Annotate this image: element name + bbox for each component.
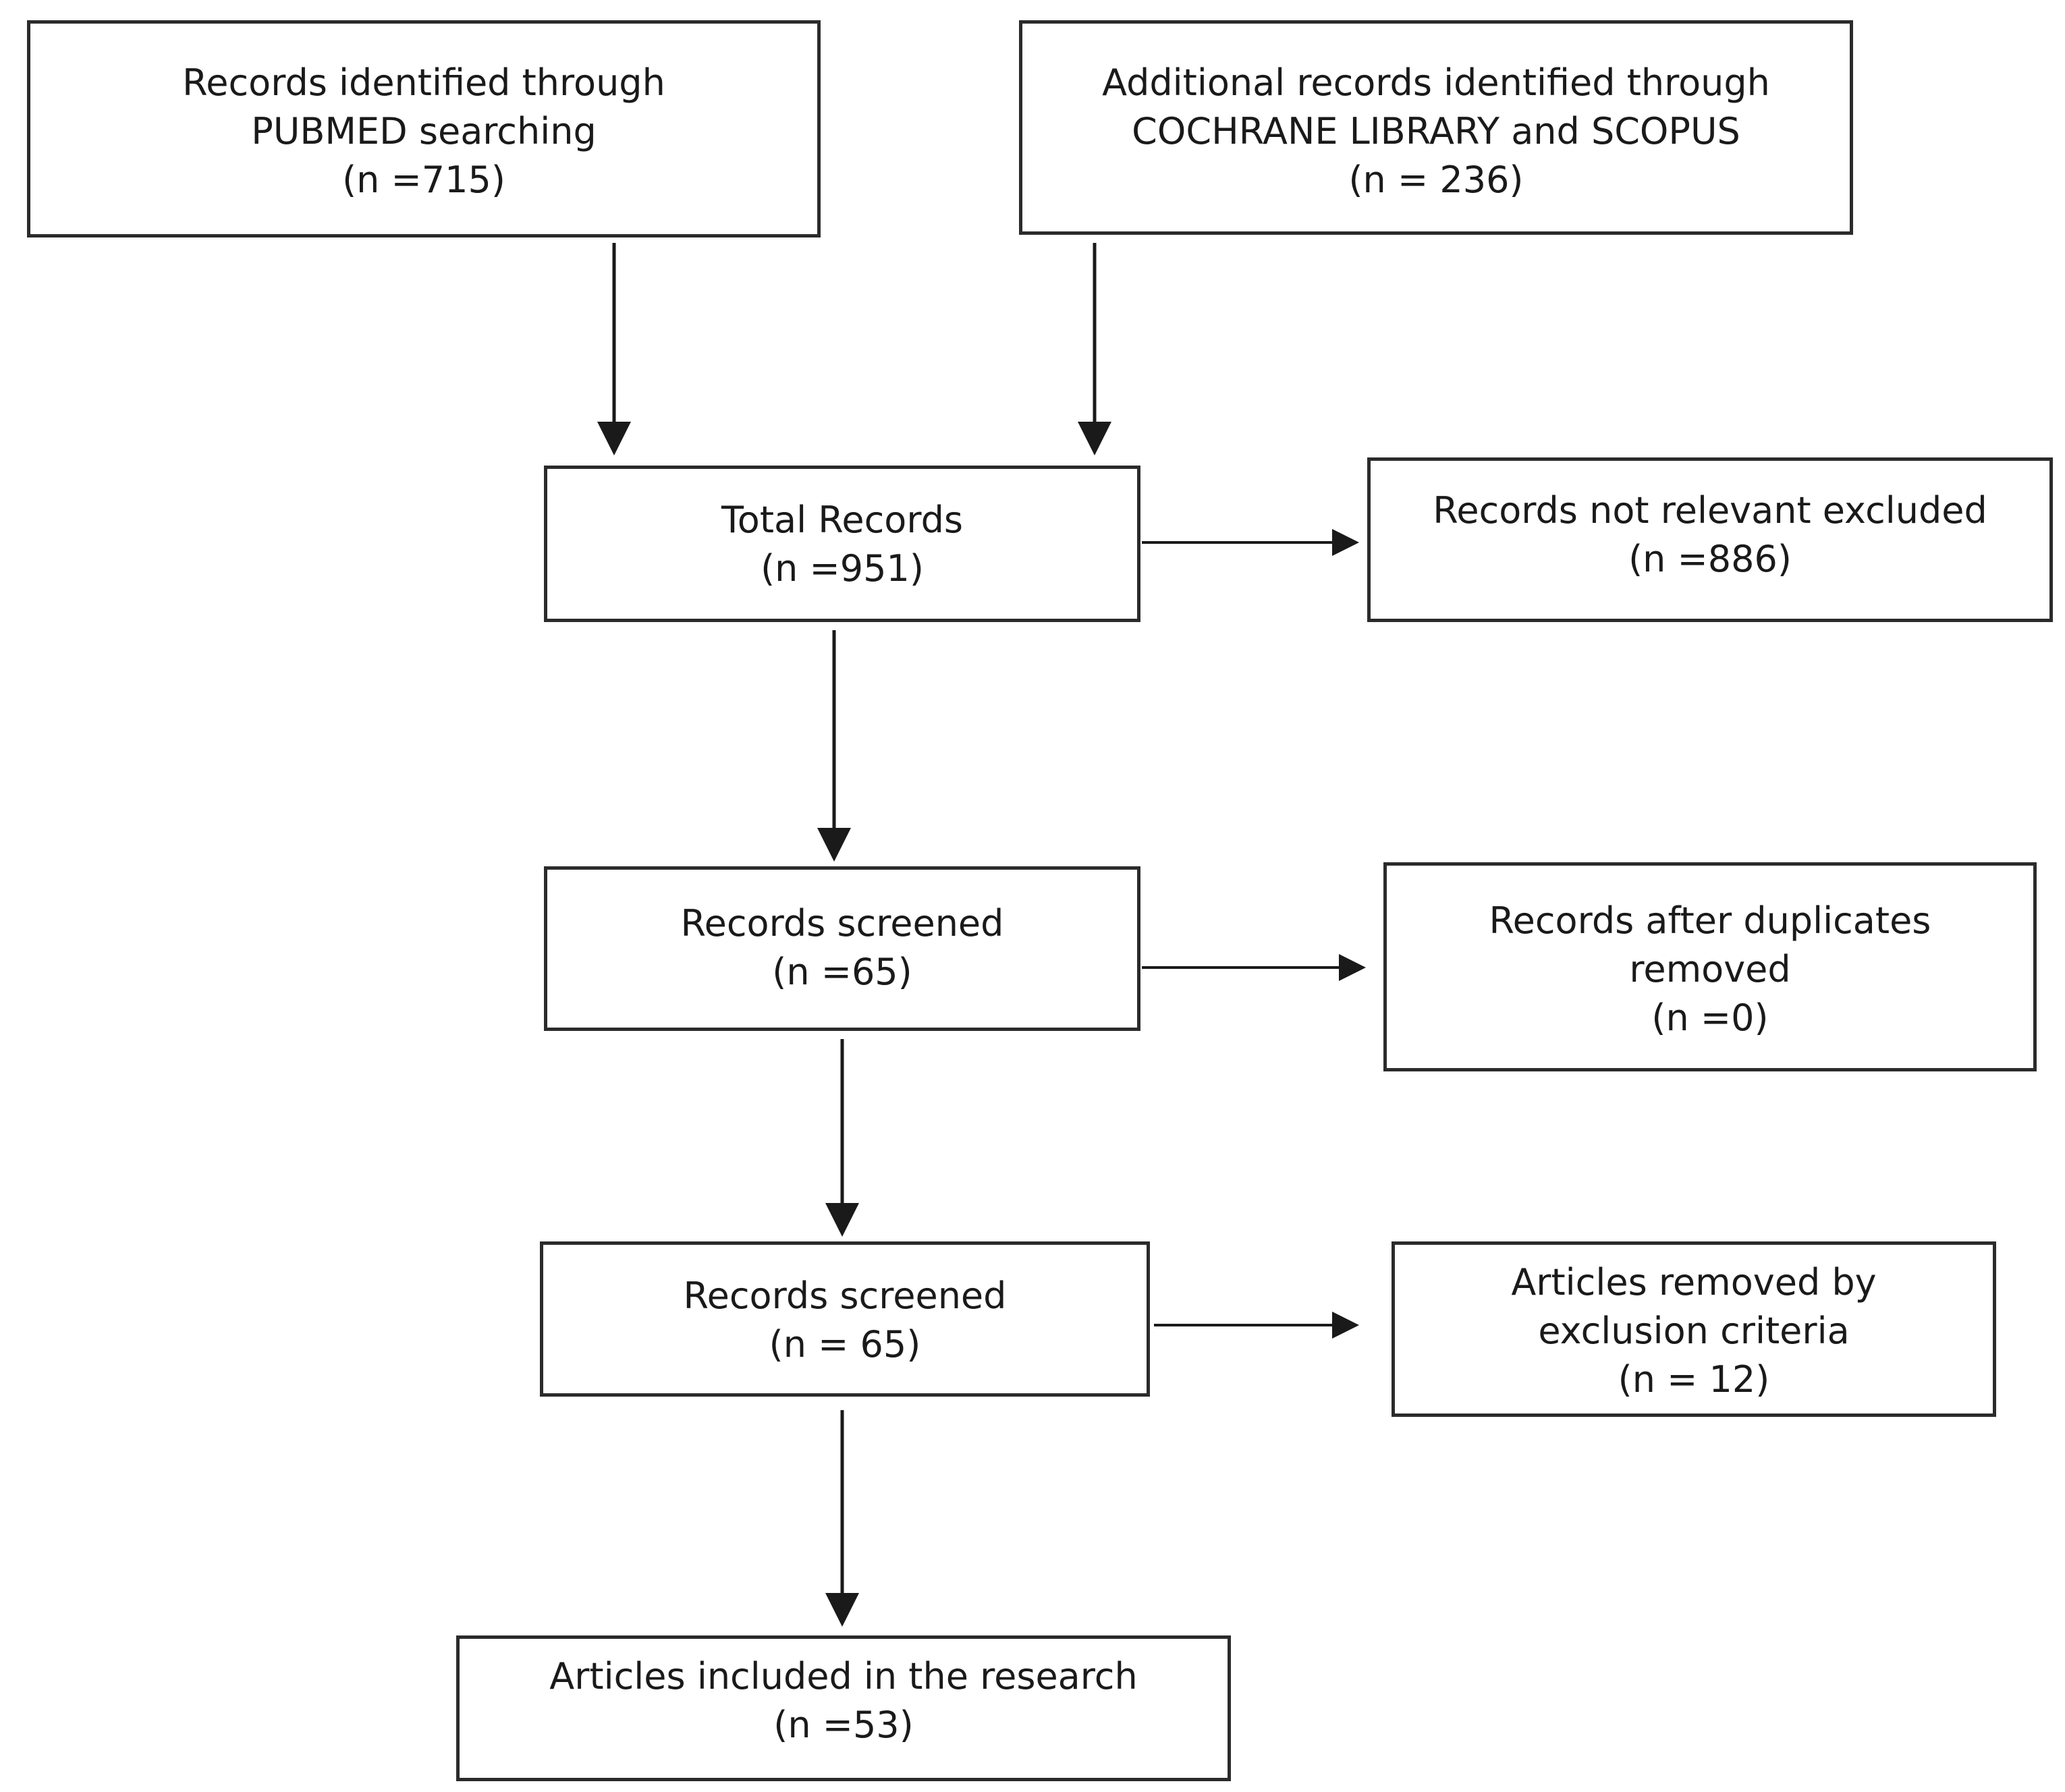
additional-records-box: Additional records identified through CO… [1019,20,1853,235]
additional-records-count: (n = 236) [1348,159,1524,201]
exclusion-criteria-line2: exclusion criteria [1538,1310,1850,1352]
pubmed-records-line1: Records identified through [182,61,665,104]
duplicates-removed-box: Records after duplicates removed (n =0) [1383,862,2037,1071]
duplicates-removed-line2: removed [1629,948,1791,990]
additional-records-line2: COCHRANE LIBRARY and SCOPUS [1132,110,1740,152]
not-relevant-box: Records not relevant excluded (n =886) [1367,457,2053,622]
exclusion-criteria-count: (n = 12) [1618,1358,1770,1401]
articles-included-box: Articles included in the research (n =53… [456,1635,1231,1781]
records-screened-1-label: Records screened [680,902,1004,945]
pubmed-records-count: (n =715) [342,159,505,201]
pubmed-records-line2: PUBMED searching [251,110,597,152]
additional-records-line1: Additional records identified through [1102,61,1770,104]
records-screened-1-count: (n =65) [772,951,912,993]
articles-included-label: Articles included in the research [549,1655,1138,1698]
records-screened-2-count: (n = 65) [769,1323,921,1366]
duplicates-removed-line1: Records after duplicates [1489,899,1931,942]
total-records-label: Total Records [721,499,963,541]
not-relevant-label: Records not relevant excluded [1433,489,1987,532]
not-relevant-count: (n =886) [1628,538,1792,580]
total-records-count: (n =951) [761,547,924,590]
records-screened-2-label: Records screened [683,1275,1007,1317]
articles-included-count: (n =53) [773,1704,914,1746]
records-screened-box-2: Records screened (n = 65) [540,1241,1150,1397]
records-screened-box-1: Records screened (n =65) [544,866,1140,1031]
total-records-box: Total Records (n =951) [544,466,1140,622]
pubmed-records-box: Records identified through PUBMED search… [27,20,821,237]
exclusion-criteria-box: Articles removed by exclusion criteria (… [1392,1241,1996,1417]
exclusion-criteria-line1: Articles removed by [1511,1261,1877,1304]
duplicates-removed-count: (n =0) [1651,997,1769,1039]
